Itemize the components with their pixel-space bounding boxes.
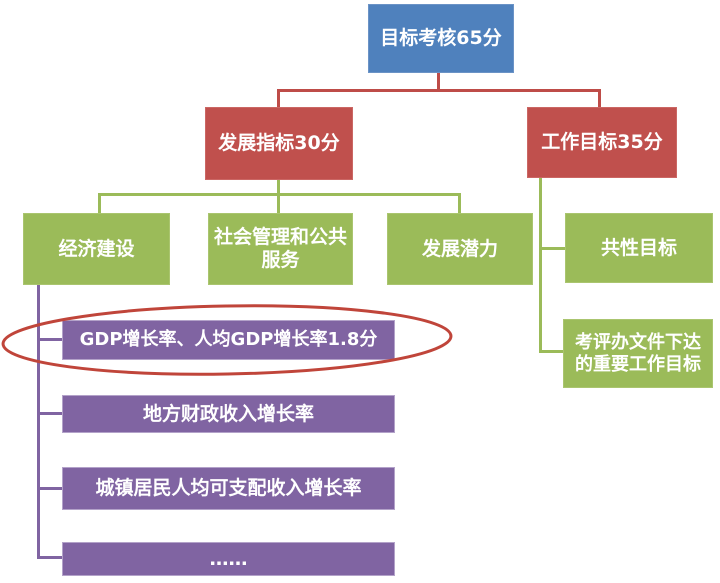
connector-work-down [539,178,542,353]
node-social-services[interactable]: 社会管理和公共服务 [208,213,353,285]
node-root-label: 目标考核65分 [380,27,502,50]
node-disposable-income[interactable]: 城镇居民人均可支配收入增长率 [62,467,395,510]
node-ellipsis[interactable]: …… [62,542,395,576]
connector-docs-branch [539,350,564,353]
node-work-goals-label: 工作目标35分 [541,131,663,154]
connector-development-drop [277,89,280,108]
node-important-work-goals[interactable]: 考评办文件下达的重要工作目标 [563,319,713,388]
node-development-indicators-label: 发展指标30分 [218,132,340,155]
node-gdp-growth-label: GDP增长率、人均GDP增长率1.8分 [79,329,378,351]
node-development-indicators[interactable]: 发展指标30分 [205,107,353,180]
connector-gdp-branch [39,338,63,341]
connector-economy-down [37,285,40,559]
node-economy[interactable]: 经济建设 [23,213,170,285]
connector-income-branch [39,487,63,490]
node-work-goals[interactable]: 工作目标35分 [527,107,677,178]
node-fiscal-revenue-label: 地方财政收入增长率 [142,402,314,425]
connector-common-branch [541,247,565,250]
connector-work-drop [598,89,601,108]
connector-potential-drop [458,193,461,214]
node-common-goals-label: 共性目标 [600,236,677,259]
connector-root-down [437,73,440,91]
connector-development-down [277,180,280,194]
node-fiscal-revenue[interactable]: 地方财政收入增长率 [62,395,395,433]
node-ellipsis-label: …… [209,547,248,570]
node-gdp-growth[interactable]: GDP增长率、人均GDP增长率1.8分 [62,320,395,360]
connector-level2-horizontal [277,89,601,92]
node-important-work-goals-label: 考评办文件下达的重要工作目标 [575,331,701,375]
node-development-potential-label: 发展潜力 [421,237,498,260]
connector-economy-drop [98,193,101,214]
node-common-goals[interactable]: 共性目标 [565,213,713,283]
node-economy-label: 经济建设 [58,237,135,260]
node-social-services-label: 社会管理和公共服务 [213,226,347,271]
node-development-potential[interactable]: 发展潜力 [387,213,533,285]
connector-fiscal-branch [39,412,63,415]
node-root[interactable]: 目标考核65分 [368,4,514,73]
node-disposable-income-label: 城镇居民人均可支配收入增长率 [95,477,362,500]
connector-more-branch [39,556,63,559]
connector-social-drop [277,193,280,214]
